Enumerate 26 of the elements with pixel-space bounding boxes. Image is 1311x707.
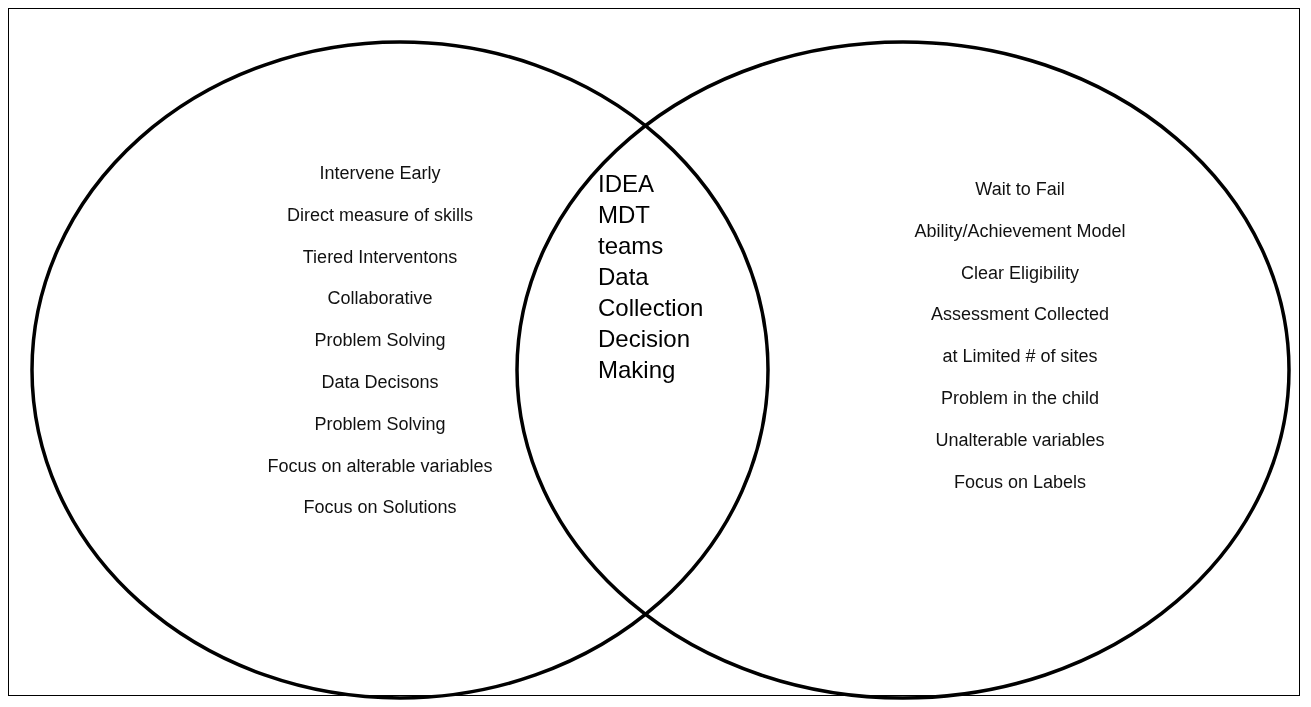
list-item: Clear Eligibility [961, 261, 1079, 284]
list-item: Problem in the child [940, 387, 1100, 409]
list-item: Ability/Achievement Model [914, 219, 1126, 242]
list-item: Tiered Interventons [302, 245, 458, 268]
list-item: Data Decisons [321, 371, 439, 393]
list-item: Assessment Collected [930, 303, 1110, 326]
list-item: Collaborative [327, 287, 433, 310]
shared-item: Making [598, 356, 676, 384]
list-item: Focus on alterable variables [267, 454, 493, 477]
shared-item: Data [598, 263, 649, 291]
venn-circle [515, 40, 1291, 700]
list-item: Focus on Solutions [303, 496, 457, 519]
list-item: Problem Solving [314, 329, 446, 352]
venn-circle [30, 40, 770, 700]
list-item: Focus on Labels [953, 470, 1087, 493]
shared-item: MDT [598, 201, 650, 229]
shared-item: IDEA [598, 170, 654, 198]
shared-item: teams [598, 232, 664, 260]
list-item: Wait to Fail [975, 178, 1065, 200]
shared-item: Decision [598, 325, 691, 353]
list-item: at Limited # of sites [942, 345, 1098, 368]
list-item: Problem Solving [314, 412, 446, 435]
list-item: Unalterable variables [935, 428, 1105, 451]
list-item: Intervene Early [319, 162, 441, 184]
list-item: Direct measure of skills [287, 203, 473, 226]
shared-item: Collection [598, 294, 704, 322]
